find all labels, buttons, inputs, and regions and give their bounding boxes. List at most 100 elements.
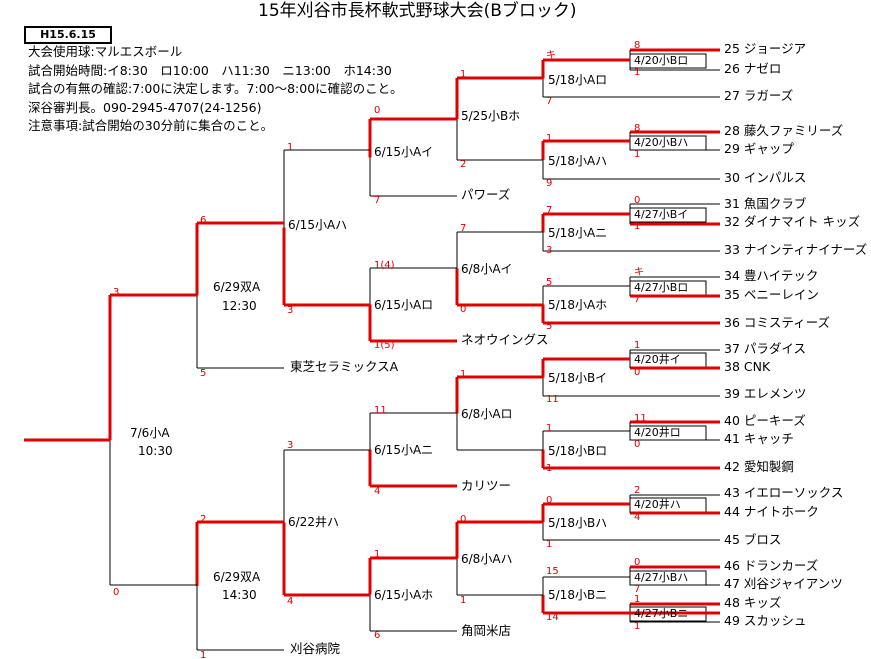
score: 5	[546, 277, 553, 288]
match-label: 4/27小Bニ	[634, 607, 689, 620]
score: 11	[634, 413, 647, 424]
team-entry: 30 インパルス	[724, 170, 807, 185]
score: 7	[546, 96, 553, 107]
score: 1	[460, 369, 467, 380]
score: 1(5)	[374, 340, 395, 351]
team-entry: 26 ナゼロ	[724, 61, 782, 76]
score: 9	[546, 178, 553, 189]
score: 5	[200, 368, 207, 379]
date-box: H15.6.15	[24, 26, 112, 44]
score: 14	[546, 612, 559, 623]
match-label: 6/15小Aホ	[374, 588, 434, 602]
final-time: 10:30	[138, 444, 173, 458]
score: キ	[634, 267, 644, 278]
match-label: 6/22井ハ	[288, 515, 339, 529]
score: 2	[634, 485, 641, 496]
match-label: 5/18小Aニ	[548, 226, 608, 240]
team-entry: 29 ギャップ	[724, 141, 794, 156]
score: 3	[113, 287, 120, 298]
score: 0	[374, 105, 381, 116]
match-label: 4/20井ロ	[634, 426, 681, 439]
match-label: 5/18小Bロ	[548, 444, 608, 458]
team-entry: 38 CNK	[724, 359, 771, 374]
match-label: 4/20井ハ	[634, 498, 681, 511]
match-label: 6/8小Aイ	[461, 262, 513, 276]
score: 1	[460, 595, 467, 606]
score: 0	[546, 495, 553, 506]
seeded-team: パワーズ	[461, 187, 511, 202]
score: 4	[287, 596, 294, 607]
semi-bottom-date: 6/29双A	[213, 570, 261, 584]
match-label: 5/18小Aホ	[548, 298, 608, 312]
team-entry: 45 ブロス	[724, 532, 782, 547]
score: 1	[634, 149, 641, 160]
score: 7	[374, 195, 381, 206]
note-umpire: 深谷審判長。090-2945-4707(24-1256)	[28, 99, 262, 115]
score: 0	[460, 304, 467, 315]
final-date: 7/6小A	[130, 426, 170, 440]
score: 7	[634, 584, 641, 595]
team-entry: 27 ラガーズ	[724, 88, 794, 103]
match-label: 6/15小Aイ	[374, 145, 434, 159]
score: 2	[200, 514, 207, 525]
team-entry: 35 ベニーレイン	[724, 287, 819, 302]
score: 6	[200, 215, 207, 226]
semi-top-time: 12:30	[222, 299, 257, 313]
score: 1	[546, 463, 553, 474]
match-label: 6/15小Aニ	[374, 443, 434, 457]
score: 0	[460, 514, 467, 525]
team-entry: 39 エレメンツ	[724, 386, 807, 401]
note-start-times: 試合開始時間:イ8:30 ロ10:00 ハ11:30 ニ13:00 ホ14:30	[28, 62, 392, 78]
match-label: 5/18小Bハ	[548, 516, 608, 530]
team-entry: 36 コミスティーズ	[724, 315, 831, 330]
team-entry: 47 刈谷ジャイアンツ	[724, 576, 843, 591]
team-entry: 37 パラダイス	[724, 341, 807, 356]
score: 0	[113, 587, 120, 598]
match-label: 6/8小Aハ	[461, 552, 513, 566]
match-label: 4/27小Bロ	[634, 281, 689, 294]
match-label: 5/25小Bホ	[461, 109, 521, 123]
semi-bottom-time: 14:30	[222, 588, 257, 602]
notes-block: 大会使用球:マルエスボール 試合開始時間:イ8:30 ロ10:00 ハ11:30…	[28, 43, 403, 136]
score: キ	[546, 50, 556, 61]
score: 3	[287, 440, 294, 451]
seeded-team: ネオウイングス	[461, 332, 549, 347]
team-entry: 46 ドランカーズ	[724, 558, 819, 573]
score: 1	[634, 221, 641, 232]
team-entry: 33 ナインティナイナーズ	[724, 242, 868, 257]
score: 7	[460, 223, 467, 234]
match-label: 5/18小Aハ	[548, 154, 608, 168]
seeded-team: 刈谷病院	[290, 641, 341, 656]
seeded-team: 東芝セラミックスA	[290, 359, 399, 374]
match-label: 5/18小Aロ	[548, 73, 608, 87]
score: 3	[546, 245, 553, 256]
score: 7	[546, 205, 553, 216]
score: 0	[634, 367, 641, 378]
score: 3	[287, 305, 294, 316]
score: 4	[374, 486, 381, 497]
match-label: 4/20井イ	[634, 353, 681, 366]
team-entry: 28 藤久ファミリーズ	[724, 123, 844, 138]
score: 11	[546, 394, 559, 405]
score: 0	[634, 439, 641, 450]
score: 1(4)	[374, 260, 395, 271]
page-title: 15年刈谷市長杯軟式野球大会(Bブロック)	[258, 1, 577, 21]
score: 2	[460, 159, 467, 170]
score: 1	[634, 340, 641, 351]
team-entry: 32 ダイナマイト キッズ	[724, 214, 861, 229]
note-ball: 大会使用球:マルエスボール	[28, 44, 183, 59]
note-caution: 注意事項:試合開始の30分前に集合のこと。	[28, 118, 274, 133]
score: 7	[634, 294, 641, 305]
team-entry: 49 スカッシュ	[724, 613, 807, 628]
match-label: 5/18小Bニ	[548, 588, 608, 602]
score: 1	[460, 69, 467, 80]
score: 0	[634, 195, 641, 206]
team-entry: 44 ナイトホーク	[724, 504, 819, 519]
team-entry: 48 キッズ	[724, 595, 782, 610]
score: 1	[200, 650, 207, 659]
seeded-team: カリツー	[461, 478, 512, 493]
note-confirmation: 試合の有無の確認:7:00に決定します。7:00〜8:00に確認のこと。	[28, 81, 403, 96]
score: 1	[634, 621, 641, 632]
score: 4	[634, 512, 641, 523]
match-label: 4/20小Bロ	[634, 54, 689, 67]
